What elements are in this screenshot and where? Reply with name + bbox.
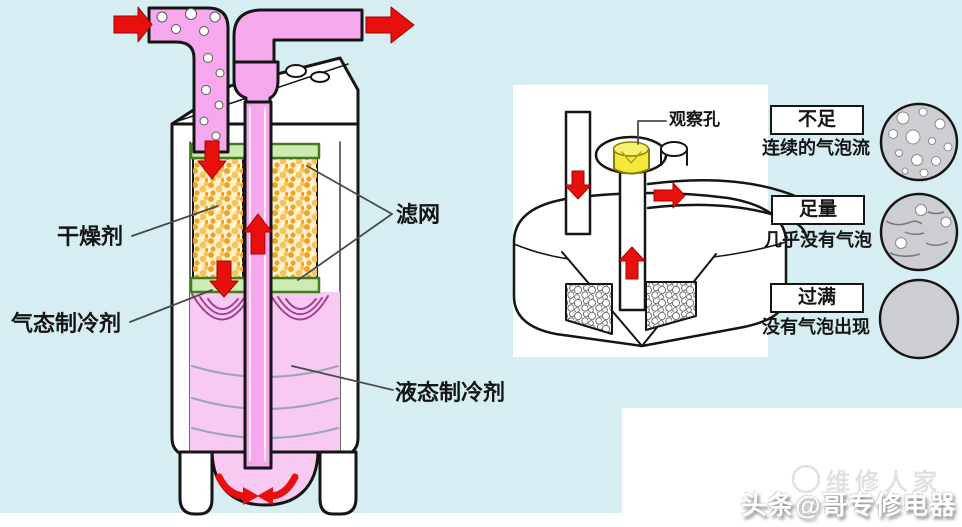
flow-arrow-down-top-icon	[197, 140, 227, 180]
leader-lines	[129, 165, 394, 391]
leader-filter-screens	[297, 165, 393, 281]
inlet-bubbles	[156, 8, 225, 141]
vessel-port-1	[285, 64, 307, 78]
state-desc-insufficient: 连续的气泡流	[762, 138, 870, 158]
flow-arrow-down-mid-icon	[209, 260, 239, 298]
desiccant-beads-right	[271, 154, 317, 286]
curved-arrow-left-icon	[215, 473, 248, 500]
sight-glass-diagram	[512, 110, 822, 348]
state-desc-sufficient: 几乎没有气泡	[764, 230, 872, 250]
small-arrow-right-icon	[653, 182, 686, 209]
state-circles	[878, 102, 960, 360]
leader-liquid	[291, 365, 394, 391]
state-circle-insufficient	[879, 102, 959, 182]
flow-arrow-out-icon	[365, 6, 415, 44]
watermark-logo-icon	[791, 464, 821, 494]
small-flow-arrows	[564, 170, 686, 280]
state-title-insufficient: 不足	[770, 105, 864, 135]
watermark-faint: 维修人家	[826, 469, 942, 496]
small-side-cylinder-sides	[660, 148, 688, 166]
curved-arrow-right-head-icon	[257, 487, 273, 505]
flow-arrow-in-icon	[113, 6, 153, 43]
curved-arrow-left-head-icon	[243, 487, 259, 505]
label-gaseous-refrigerant: 气态制冷剂	[11, 311, 122, 336]
sight-glass-top	[612, 141, 650, 157]
outlet-pipe-bend	[232, 8, 364, 66]
watermark-main: 头条@哥专修电器	[741, 490, 957, 520]
receiver-drier-diagram	[113, 6, 415, 516]
leader-gaseous	[129, 289, 213, 323]
label-filter-screen: 滤网	[396, 202, 441, 227]
vessel-foot-left	[178, 450, 214, 516]
central-tube	[243, 100, 273, 470]
small-arrow-up-icon	[618, 246, 646, 280]
label-liquid-refrigerant: 液态制冷剂	[395, 380, 506, 405]
curved-arrow-right-icon	[268, 473, 299, 500]
flow-arrow-up-tube-icon	[243, 213, 273, 255]
leader-sight-glass	[637, 120, 667, 145]
bead-bag-left	[565, 283, 613, 335]
bottom-strip	[0, 513, 962, 527]
inlet-pipe	[147, 6, 230, 154]
vessel-port-2	[310, 71, 330, 83]
state-desc-overfull: 没有气泡出现	[762, 317, 870, 337]
state-circle-overfull	[878, 278, 960, 360]
label-sight-glass: 观察孔	[669, 110, 720, 129]
bead-bag-right	[645, 281, 697, 331]
state-title-overfull: 过满	[770, 283, 864, 313]
small-central-tube	[618, 166, 647, 312]
watermark-panel	[622, 408, 962, 527]
small-side-cylinder-top	[660, 141, 688, 157]
sight-glass-vee	[621, 151, 642, 164]
bottom-curved-arrows	[215, 473, 299, 505]
state-circle-sufficient-marks	[885, 204, 952, 257]
leader-desiccant	[131, 205, 219, 237]
label-desiccant: 干燥剂	[57, 224, 124, 249]
vessel-foot-right	[318, 450, 358, 516]
flow-arrows	[113, 6, 415, 298]
small-arrow-down-icon	[564, 170, 592, 200]
state-circle-insufficient-bubbles	[888, 107, 953, 178]
state-title-sufficient: 足量	[771, 195, 865, 225]
